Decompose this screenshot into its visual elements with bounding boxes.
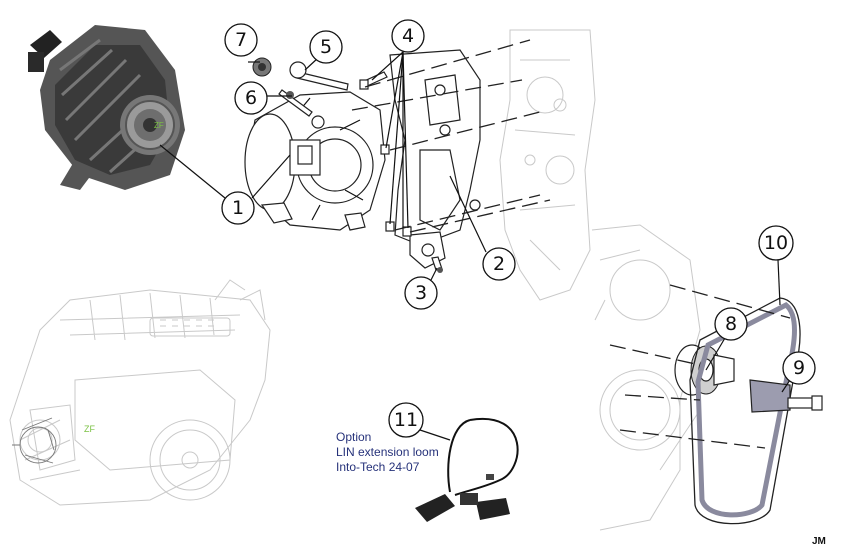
callout-6: 6	[234, 81, 268, 115]
callout-9: 9	[782, 351, 816, 385]
belt-drawing	[689, 297, 801, 525]
alternator-photo: ZF	[28, 25, 185, 190]
author-initials: JM	[812, 536, 826, 547]
option-note: Option LIN extension loom Into-Tech 24-0…	[336, 430, 439, 474]
callout-8: 8	[714, 307, 748, 341]
callout-9-number: 9	[793, 357, 805, 379]
callout-11: 11	[388, 402, 424, 438]
callout-10-number: 10	[764, 232, 788, 254]
callout-5: 5	[309, 30, 343, 64]
lin-loom-drawing	[415, 417, 519, 522]
callout-7-number: 7	[235, 29, 247, 51]
tensioner-drawing	[749, 379, 823, 413]
callout-7: 7	[224, 23, 258, 57]
option-note-line-1: Option	[336, 430, 371, 444]
svg-text:ZF: ZF	[84, 424, 95, 434]
callout-2-number: 2	[493, 253, 505, 275]
callout-5-number: 5	[320, 36, 332, 58]
alignment-lines-bottom	[609, 284, 791, 449]
callout-10: 10	[758, 225, 794, 261]
engine-outline	[9, 279, 271, 506]
callout-11-number: 11	[394, 409, 418, 431]
callout-4-number: 4	[402, 25, 414, 47]
callout-2: 2	[482, 247, 516, 281]
callout-8-number: 8	[725, 313, 737, 335]
engine-alternator-outline	[12, 417, 57, 464]
engine-block-outline	[499, 29, 596, 301]
option-note-line-2: LIN extension loom	[336, 445, 439, 459]
callout-1: 1	[221, 191, 255, 225]
option-note-line-3: Into-Tech 24-07	[336, 460, 420, 474]
engine-logo-mark: ZF	[84, 424, 95, 434]
callout-3-number: 3	[415, 282, 427, 304]
alternator-drawing	[244, 91, 386, 231]
callout-6-number: 6	[245, 87, 257, 109]
callout-4: 4	[391, 19, 425, 53]
svg-text:ZF: ZF	[154, 121, 164, 130]
callout-1-number: 1	[232, 197, 244, 219]
callout-3: 3	[404, 276, 438, 310]
